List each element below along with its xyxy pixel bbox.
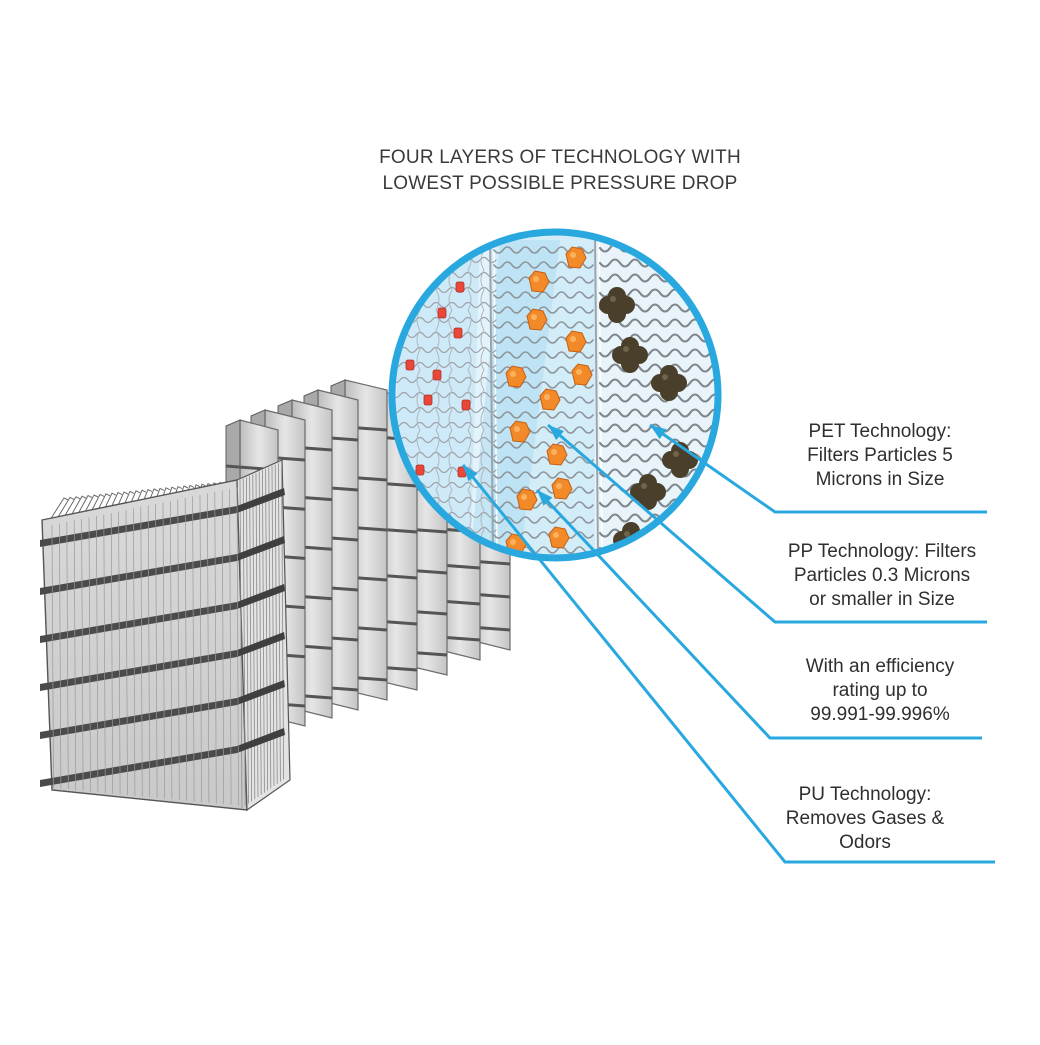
magnifier-ring <box>388 228 722 562</box>
label-pu-technology: PU Technology: Removes Gases & Odors <box>785 784 945 853</box>
label-efficiency-rating: With an efficiency rating up to 99.991-9… <box>805 656 955 725</box>
label-pet-technology: PET Technology: Filters Particles 5 Micr… <box>807 421 953 490</box>
callout-lines <box>461 423 995 864</box>
pleated-filter-illustration <box>40 379 511 812</box>
diagram-title: FOUR LAYERS OF TECHNOLOGY WITH LOWEST PO… <box>300 145 820 197</box>
title-line-2: LOWEST POSSIBLE PRESSURE DROP <box>382 173 738 194</box>
title-line-1: FOUR LAYERS OF TECHNOLOGY WITH <box>379 147 741 168</box>
label-pp-technology: PP Technology: Filters Particles 0.3 Mic… <box>787 541 977 610</box>
